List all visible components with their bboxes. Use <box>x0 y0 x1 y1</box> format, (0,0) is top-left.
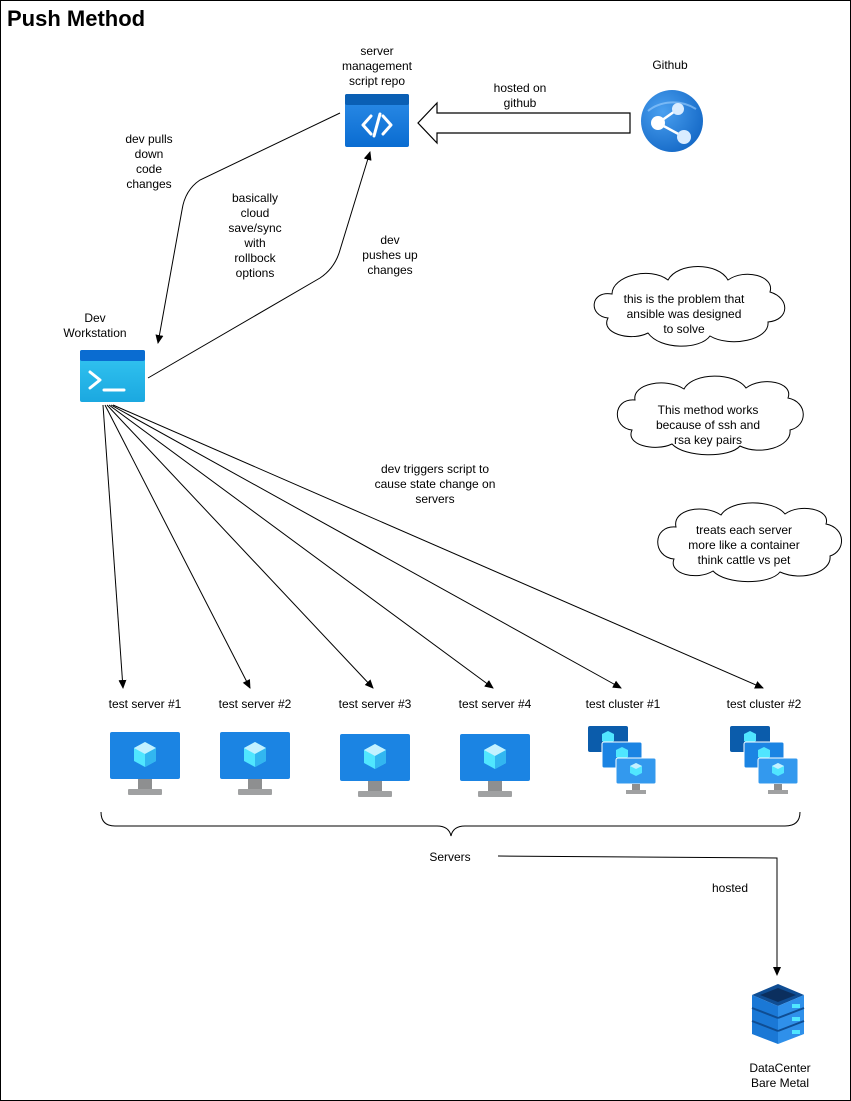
hosted-connector <box>497 855 781 976</box>
servers-brace <box>100 811 801 837</box>
connector-server-4 <box>108 404 494 689</box>
vm-icon <box>110 732 180 795</box>
push-connector <box>147 151 372 379</box>
cluster-label-1: test cluster #1 <box>585 697 661 711</box>
pull-label: dev pulls down code changes <box>125 132 173 191</box>
connector-server-3 <box>106 404 374 689</box>
servers-group-label: Servers <box>429 850 471 864</box>
vm-icon <box>220 732 290 795</box>
server-label-4: test server #4 <box>458 697 532 711</box>
terminal-icon <box>80 350 145 402</box>
note-cloud-1 <box>593 266 786 347</box>
note-ansible: this is the problem that ansible was des… <box>623 292 745 336</box>
datacenter-server-icon <box>751 984 805 1044</box>
cloud-sync-label: basically cloud save/sync with rollbock … <box>228 191 282 280</box>
github-label: Github <box>652 58 688 72</box>
cluster-label-2: test cluster #2 <box>726 697 802 711</box>
pull-connector <box>155 112 341 344</box>
hosted-on-arrow <box>417 101 631 145</box>
datacenter-label: DataCenter Bare Metal <box>749 1061 811 1090</box>
connector-server-2 <box>104 404 251 689</box>
github-globe-icon <box>641 90 703 152</box>
note-cattle: treats each server more like a container… <box>688 523 800 567</box>
vm-icon <box>460 734 530 797</box>
vm-cluster-icon <box>730 726 799 794</box>
server-label-2: test server #2 <box>218 697 292 711</box>
page-title: Push Method <box>7 6 146 31</box>
code-repo-icon <box>345 94 409 147</box>
connector-cluster-1 <box>110 404 622 689</box>
note-cloud-2 <box>616 375 804 456</box>
dev-label: Dev Workstation <box>63 311 127 340</box>
note-ssh: This method works because of ssh and rsa… <box>655 403 761 447</box>
server-label-1: test server #1 <box>108 697 182 711</box>
note-cloud-3 <box>657 502 842 583</box>
server-label-3: test server #3 <box>338 697 412 711</box>
trigger-label: dev triggers script to cause state chang… <box>374 462 496 506</box>
connector-server-1 <box>102 404 127 689</box>
repo-label: server management script repo <box>341 44 413 88</box>
push-label: dev pushes up changes <box>362 233 418 277</box>
connector-cluster-2 <box>112 404 764 689</box>
hosted-on-label: hosted on github <box>493 81 547 110</box>
hosted-label: hosted <box>711 881 749 895</box>
vm-icon <box>340 734 410 797</box>
vm-cluster-icon <box>588 726 657 794</box>
